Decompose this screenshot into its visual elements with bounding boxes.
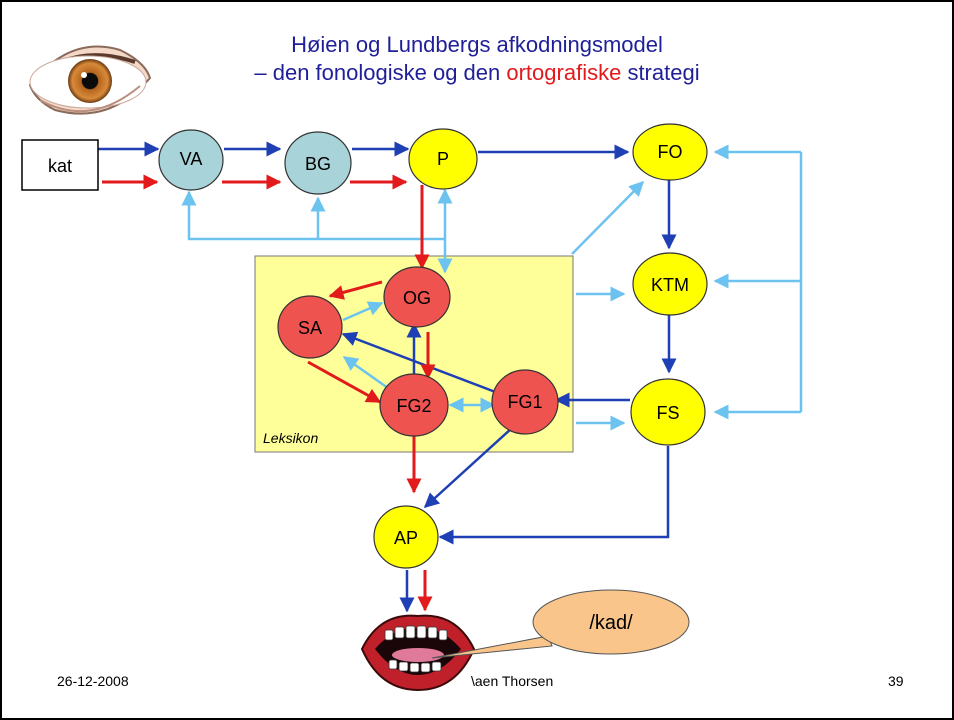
node-p: [408, 128, 478, 190]
node-sa: [277, 295, 343, 359]
node-fg1-label: FG1: [507, 392, 542, 412]
node-og-label: OG: [403, 288, 431, 308]
node-fs-label: FS: [656, 403, 679, 423]
node-ktm: [632, 252, 708, 316]
node-ap: [373, 505, 439, 569]
title-line-2-suffix: strategi: [621, 60, 700, 85]
mouth-icon: [360, 614, 476, 692]
node-p-label: P: [437, 149, 449, 169]
footer-date: 26-12-2008: [57, 673, 129, 689]
node-bg: [284, 131, 352, 195]
footer-page-number: 39: [888, 673, 904, 689]
title-line-2-highlight: ortografiske: [506, 60, 622, 85]
node-va-label: VA: [180, 149, 203, 169]
input-word: kat: [48, 156, 72, 176]
node-va: [158, 129, 224, 191]
title-line-1: Høien og Lundbergs afkodningsmodel: [291, 32, 663, 57]
blue-arrows: [97, 141, 677, 613]
node-fg2-label: FG2: [396, 396, 431, 416]
node-fs: [630, 378, 706, 446]
node-sa-label: SA: [298, 318, 322, 338]
node-og: [383, 266, 451, 328]
node-fo-label: FO: [658, 142, 683, 162]
eye-icon: [28, 45, 152, 115]
speech-bubble: [431, 589, 690, 659]
red-arrows: [102, 174, 436, 612]
light-blue-arrows: [181, 144, 803, 431]
node-ktm-label: KTM: [651, 275, 689, 295]
title-line-2: – den fonologiske og den ortografiske st…: [0, 58, 954, 88]
lexicon-label: Leksikon: [263, 430, 318, 446]
node-fo: [632, 123, 708, 181]
footer-author: \aen Thorsen: [471, 673, 554, 689]
node-bg-label: BG: [305, 154, 331, 174]
node-fg2: [379, 373, 449, 437]
node-ap-label: AP: [394, 528, 418, 548]
title-line-2-prefix: – den fonologiske og den: [254, 60, 507, 85]
input-word-box: [21, 139, 99, 191]
speech-bubble-text: /kad/: [589, 612, 633, 634]
node-fg1: [491, 369, 559, 435]
